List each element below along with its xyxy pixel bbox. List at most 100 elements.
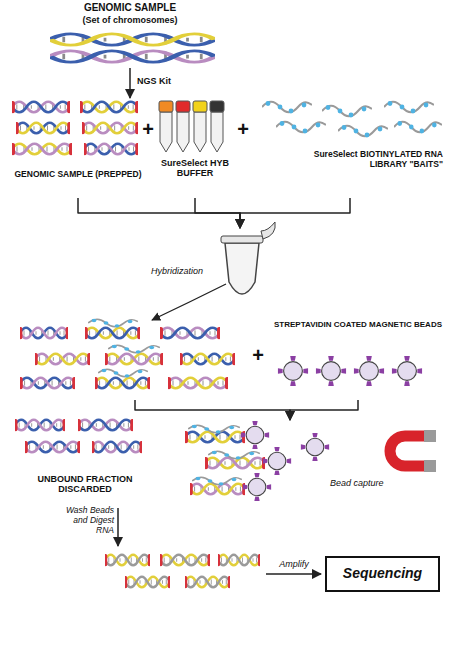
node-text: GENOMIC SAMPLE (PREPPED) (6, 170, 150, 180)
dna-fragment (15, 420, 65, 431)
unbound-dna (15, 420, 142, 453)
bait (322, 105, 372, 117)
dna-fragment (185, 577, 230, 588)
bait (338, 125, 388, 137)
dna-helix (50, 34, 215, 45)
dna-helix (50, 51, 215, 62)
node-text: Hybridization (151, 266, 221, 276)
bead (301, 433, 329, 461)
connector (135, 400, 290, 420)
reagent-group: STREPTAVIDIN COATED MAGNETIC BEADS (268, 318, 448, 400)
bead (243, 473, 271, 501)
node-text: UNBOUND FRACTION DISCARDED (30, 474, 140, 495)
node-text: (Set of chromosomes) (40, 15, 220, 25)
dna-fragment (20, 328, 68, 339)
bait (98, 369, 148, 378)
edge-label: NGS Kit (137, 76, 197, 86)
tube (211, 112, 223, 152)
dna-fragment (168, 378, 228, 389)
dna-fragment (84, 144, 138, 155)
node-text: SureSelect BIOTINYLATED RNA LIBRARY "BAI… (291, 150, 443, 170)
node-text: Bead capture (330, 478, 410, 488)
reagent-group: SureSelect HYB BUFFER (150, 98, 240, 198)
tube (194, 112, 206, 152)
plus-sign: + (251, 344, 265, 367)
bead (316, 356, 346, 386)
magnet-pole (424, 460, 436, 472)
tube-rim (221, 236, 263, 243)
bead (278, 356, 308, 386)
tube (160, 112, 172, 152)
final-steps (105, 508, 321, 587)
plus-sign: + (236, 118, 250, 141)
dna-fragment (16, 123, 70, 134)
dna-fragment (105, 354, 163, 365)
hybridized-dna (20, 319, 235, 388)
bait (188, 425, 240, 434)
node-text: SureSelect HYB BUFFER (160, 158, 230, 179)
magnetic-beads (278, 356, 422, 386)
dna-fragment (160, 555, 210, 566)
rna-baits (262, 101, 442, 137)
reagent-group: SureSelect BIOTINYLATED RNA LIBRARY "BAI… (255, 98, 445, 198)
sample-group: GENOMIC SAMPLE(Set of chromosomes) (40, 2, 220, 68)
step-arrow (266, 573, 321, 575)
buffer-tubes (159, 101, 224, 152)
step-arrow (117, 508, 119, 546)
dna-fragment (105, 555, 150, 566)
dna-fragment (78, 420, 133, 431)
dna-fragment (85, 328, 140, 339)
plus-sign: + (141, 118, 155, 141)
dna-fragment (12, 144, 72, 155)
dna-fragment (12, 102, 70, 113)
step-label: Wash Beads and Digest RNA (56, 506, 114, 535)
bead (392, 356, 422, 386)
dna-fragment (35, 354, 90, 365)
process-box: Sequencing (325, 556, 440, 592)
bead (241, 421, 269, 449)
prepped-fragments (12, 102, 138, 155)
dna-fragment (95, 378, 150, 389)
bait (276, 121, 326, 133)
tube-cap (176, 101, 190, 112)
sample-group: GENOMIC SAMPLE (PREPPED) (6, 98, 150, 198)
step-label: Amplify (266, 559, 322, 569)
dna-fragment (92, 442, 142, 453)
node-text: Sequencing (327, 565, 438, 581)
connector (78, 198, 240, 228)
node-text: STREPTAVIDIN COATED MAGNETIC BEADS (268, 320, 448, 329)
magnet-pole (424, 430, 436, 442)
bait (88, 319, 138, 328)
curved-arrow (152, 284, 226, 320)
bead-capture-scene (185, 421, 436, 501)
dna-fragment (25, 442, 80, 453)
bead (354, 356, 384, 386)
connector (290, 400, 358, 420)
process-group: Bead capture (170, 420, 445, 505)
tube-cap (193, 101, 207, 112)
tube-cap (210, 101, 224, 112)
bead (263, 447, 291, 475)
connector (195, 198, 240, 228)
bait (394, 121, 442, 133)
dna-fragment (82, 123, 138, 134)
tube (177, 112, 189, 152)
connector (240, 198, 350, 228)
bait (262, 101, 312, 113)
chromosomes (50, 34, 215, 62)
connector (129, 68, 131, 98)
dna-fragment (20, 378, 75, 389)
process-group: Hybridization (15, 228, 255, 400)
dna-fragment (218, 555, 260, 566)
discard-group: UNBOUND FRACTION DISCARDED (5, 412, 165, 504)
node-text: GENOMIC SAMPLE (40, 2, 220, 14)
bait (108, 345, 160, 354)
tube-lid (261, 222, 275, 239)
tube-body (225, 243, 259, 294)
bait (384, 101, 434, 113)
dna-fragment (125, 577, 170, 588)
reaction-tube (152, 222, 275, 320)
bait (192, 477, 242, 486)
dna-fragment (160, 328, 220, 339)
